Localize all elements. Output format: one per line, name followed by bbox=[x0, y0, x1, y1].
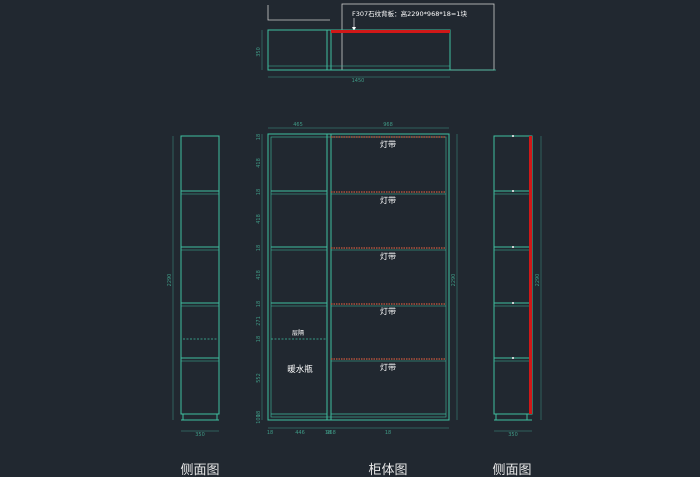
plan-outline bbox=[267, 29, 451, 71]
cabinet-left-dim: 18 bbox=[256, 245, 262, 251]
caption-cabinet: 柜体图 bbox=[368, 463, 407, 477]
cabinet-bottom-dim: 18 bbox=[267, 430, 273, 436]
cab-top-right-dim: 968 bbox=[383, 122, 393, 128]
shelf-light-label: 灯带 bbox=[380, 362, 396, 372]
cabinet-bottom-dim: 18 bbox=[325, 430, 331, 436]
cabinet-left-dim: 418 bbox=[256, 214, 262, 224]
cab-top-left-dim: 465 bbox=[293, 122, 303, 128]
shelf-pin-icon bbox=[512, 357, 514, 359]
heater-label: 暖水瓶 bbox=[287, 364, 313, 375]
cabinet-left-dim: 18 bbox=[256, 336, 262, 342]
cabinet-left-dim: 271 bbox=[256, 316, 262, 326]
cabinet-bottom-dim: 968 bbox=[326, 430, 336, 436]
cabinet-left-dim: 552 bbox=[256, 373, 262, 383]
plan-width-dim: 1450 bbox=[352, 78, 365, 84]
callout-text: F307石纹背板：高2290*968*18=1块 bbox=[352, 9, 467, 18]
plan-depth-dim: 350 bbox=[256, 47, 262, 57]
shelf-light-label: 灯带 bbox=[380, 251, 396, 261]
caption-right-side: 侧面图 bbox=[492, 463, 531, 477]
shelf-light-label: 灯带 bbox=[380, 306, 396, 316]
cabinet-left-dim: 100 bbox=[256, 414, 262, 424]
cabinet-left-dim: 18 bbox=[256, 301, 262, 307]
partition-label: 层隔 bbox=[292, 329, 304, 337]
shelf-light-label: 灯带 bbox=[380, 139, 396, 149]
callout-arrow-icon bbox=[352, 27, 356, 31]
left-side-view: 2290 350 bbox=[167, 135, 220, 438]
top-view: F307石纹背板：高2290*968*18=1块 350 1450 bbox=[256, 3, 496, 84]
left-side-width-dim: 350 bbox=[195, 432, 205, 438]
right-side-width-dim: 350 bbox=[508, 432, 518, 438]
cab-height-dim: 2290 bbox=[451, 274, 457, 287]
cabinet-left-dim: 418 bbox=[256, 158, 262, 168]
right-side-height-dim: 2290 bbox=[535, 274, 541, 287]
shelf-pin-icon bbox=[512, 135, 514, 137]
cabinet-left-dim: 418 bbox=[256, 270, 262, 280]
right-side-back-highlight bbox=[529, 136, 532, 414]
back-panel-highlight bbox=[331, 30, 450, 33]
cabinet-inner bbox=[270, 136, 447, 418]
cabinet-left-dim: 18 bbox=[256, 189, 262, 195]
right-side-outline bbox=[493, 135, 533, 415]
shelf-light-label: 灯带 bbox=[380, 195, 396, 205]
shelf-pin-icon bbox=[512, 302, 514, 304]
right-side-view: 2290 350 bbox=[493, 135, 542, 438]
callout-frame bbox=[267, 5, 330, 21]
shelf-pin-icon bbox=[512, 246, 514, 248]
cabinet-bottom-dim: 446 bbox=[295, 430, 305, 436]
cabinet-left-dim: 18 bbox=[256, 411, 262, 417]
left-side-outline bbox=[180, 135, 220, 415]
cabinet-bottom-dim: 18 bbox=[385, 430, 391, 436]
cabinet-outline bbox=[267, 133, 450, 421]
caption-left-side: 侧面图 bbox=[180, 463, 219, 477]
shelf-pin-icon bbox=[512, 190, 514, 192]
left-side-height-dim: 2290 bbox=[167, 274, 173, 287]
cabinet-left-dim: 18 bbox=[256, 134, 262, 140]
